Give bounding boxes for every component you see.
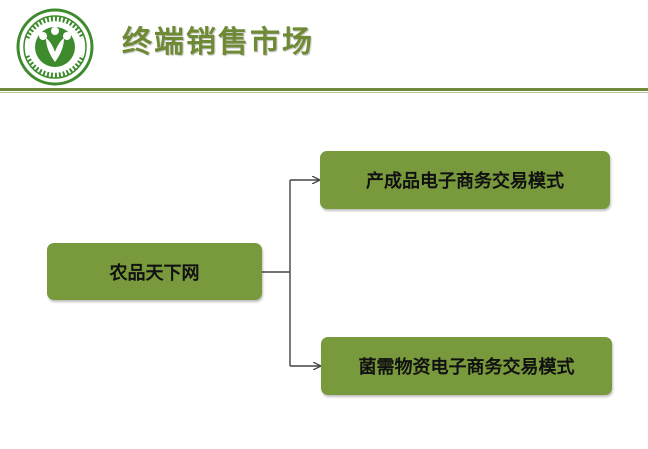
logo-emblem-icon (16, 8, 94, 86)
diagram-node-finished-products: 产成品电子商务交易模式 (320, 151, 610, 209)
diagram-node-supplies: 菌需物资电子商务交易模式 (321, 337, 612, 395)
diagram-node-root: 农品天下网 (47, 243, 262, 300)
slide-header: 终端销售市场 (0, 0, 648, 95)
header-divider-thin (0, 92, 648, 93)
slide-title: 终端销售市场 (122, 25, 314, 60)
header-divider (0, 88, 648, 91)
